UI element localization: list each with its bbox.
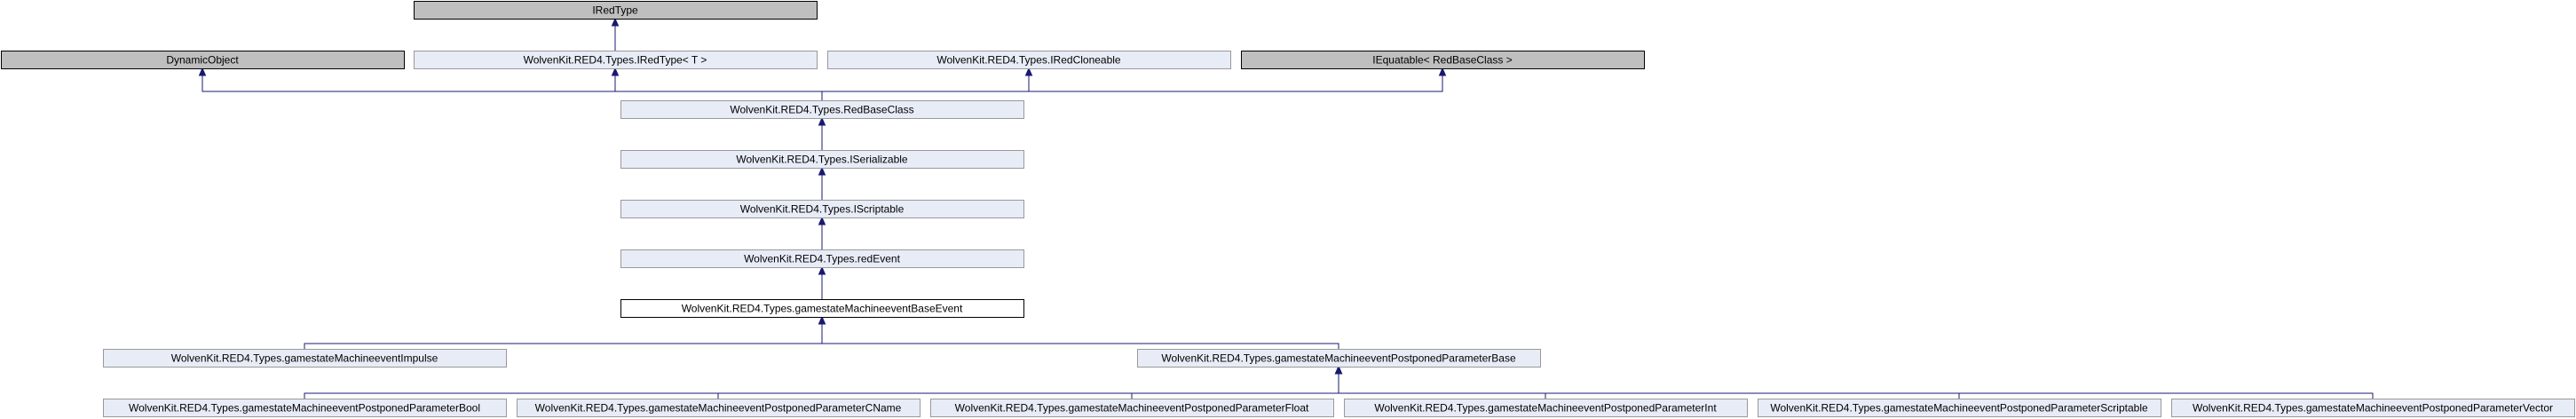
class-label: IEquatable< RedBaseClass > xyxy=(1372,54,1512,67)
class-box xyxy=(414,1,818,20)
class-box xyxy=(827,51,1231,69)
edge-baseevent-to-redevent xyxy=(818,265,826,299)
class-node-redbaseclass[interactable]: WolvenKit.RED4.Types.RedBaseClass xyxy=(620,100,1024,119)
edge-redevent-to-iscriptable xyxy=(818,216,826,249)
edge-iredtype_t-to-iredtype xyxy=(611,17,620,51)
class-box xyxy=(620,100,1024,119)
class-node-dynamicobject: DynamicObject xyxy=(1,51,405,69)
class-node-iredtype: IRedType xyxy=(414,1,818,20)
class-node-ppbase[interactable]: WolvenKit.RED4.Types.gamestateMachineeve… xyxy=(1137,349,1541,368)
class-box xyxy=(620,200,1024,218)
class-node-ppscriptable[interactable]: WolvenKit.RED4.Types.gamestateMachineeve… xyxy=(1758,399,2161,417)
edge-layer xyxy=(198,17,2374,399)
class-label: WolvenKit.RED4.Types.gamestateMachineeve… xyxy=(955,402,1309,415)
class-node-ppbool[interactable]: WolvenKit.RED4.Types.gamestateMachineeve… xyxy=(103,399,507,417)
class-box xyxy=(1,51,405,69)
edge-ppbool-to-ppbase xyxy=(304,365,1343,399)
class-label: WolvenKit.RED4.Types.gamestateMachineeve… xyxy=(682,303,963,315)
class-box xyxy=(620,249,1024,268)
edge-redbaseclass-to-iredcloneable xyxy=(821,67,1033,100)
class-node-iequatable: IEquatable< RedBaseClass > xyxy=(1241,51,1645,69)
class-label: WolvenKit.RED4.Types.IRedCloneable xyxy=(936,54,1121,67)
class-node-ppcname[interactable]: WolvenKit.RED4.Types.gamestateMachineeve… xyxy=(517,399,921,417)
class-label: IRedType xyxy=(592,4,638,17)
class-box xyxy=(1344,399,1748,417)
edge-redbaseclass-to-dynamicobject xyxy=(198,67,823,100)
class-node-ppvector[interactable]: WolvenKit.RED4.Types.gamestateMachineeve… xyxy=(2171,399,2575,417)
edge-iscriptable-to-iserializable xyxy=(818,166,826,200)
edge-ppfloat-to-ppbase xyxy=(1131,365,1343,399)
edge-ppcname-to-ppbase xyxy=(717,365,1343,399)
class-node-impulse[interactable]: WolvenKit.RED4.Types.gamestateMachineeve… xyxy=(103,349,507,368)
edge-ppbase-to-baseevent xyxy=(818,315,1339,349)
class-label: WolvenKit.RED4.Types.gamestateMachineeve… xyxy=(535,402,902,415)
class-node-iscriptable[interactable]: WolvenKit.RED4.Types.IScriptable xyxy=(620,200,1024,218)
class-node-baseevent[interactable]: WolvenKit.RED4.Types.gamestateMachineeve… xyxy=(620,299,1024,318)
class-box xyxy=(620,150,1024,169)
class-box xyxy=(1241,51,1645,69)
edge-iserializable-to-redbaseclass xyxy=(818,116,826,150)
class-box xyxy=(517,399,921,417)
class-label: WolvenKit.RED4.Types.gamestateMachineeve… xyxy=(1770,402,2148,415)
class-node-iredcloneable[interactable]: WolvenKit.RED4.Types.IRedCloneable xyxy=(827,51,1231,69)
class-box xyxy=(103,399,507,417)
class-box xyxy=(930,399,1334,417)
class-box xyxy=(1758,399,2161,417)
class-label: WolvenKit.RED4.Types.redEvent xyxy=(744,253,901,265)
class-node-iserializable[interactable]: WolvenKit.RED4.Types.ISerializable xyxy=(620,150,1024,169)
class-node-iredtype_t[interactable]: WolvenKit.RED4.Types.IRedType< T > xyxy=(414,51,818,69)
class-box xyxy=(1137,349,1541,368)
edge-redbaseclass-to-iredtype_t xyxy=(611,67,823,100)
class-node-ppfloat[interactable]: WolvenKit.RED4.Types.gamestateMachineeve… xyxy=(930,399,1334,417)
edge-impulse-to-baseevent xyxy=(304,315,826,349)
class-box xyxy=(2171,399,2575,417)
class-label: DynamicObject xyxy=(166,54,239,67)
class-box xyxy=(620,299,1024,318)
edge-ppint-to-ppbase xyxy=(1334,365,1546,399)
edge-ppscriptable-to-ppbase xyxy=(1334,365,1960,399)
class-label: WolvenKit.RED4.Types.IScriptable xyxy=(740,203,905,216)
class-box xyxy=(103,349,507,368)
class-node-redevent[interactable]: WolvenKit.RED4.Types.redEvent xyxy=(620,249,1024,268)
class-node-ppint[interactable]: WolvenKit.RED4.Types.gamestateMachineeve… xyxy=(1344,399,1748,417)
class-label: WolvenKit.RED4.Types.ISerializable xyxy=(736,154,908,166)
class-label: WolvenKit.RED4.Types.RedBaseClass xyxy=(730,104,913,116)
class-label: WolvenKit.RED4.Types.IRedType< T > xyxy=(524,54,707,67)
class-label: WolvenKit.RED4.Types.gamestateMachineeve… xyxy=(171,352,439,365)
class-label: WolvenKit.RED4.Types.gamestateMachineeve… xyxy=(1161,352,1516,365)
class-label: WolvenKit.RED4.Types.gamestateMachineeve… xyxy=(1374,402,1717,415)
class-label: WolvenKit.RED4.Types.gamestateMachineeve… xyxy=(129,402,480,415)
edge-redbaseclass-to-iequatable xyxy=(821,67,1447,100)
class-label: WolvenKit.RED4.Types.gamestateMachineeve… xyxy=(2193,402,2553,415)
edge-ppvector-to-ppbase xyxy=(1334,365,2374,399)
class-box xyxy=(414,51,818,69)
